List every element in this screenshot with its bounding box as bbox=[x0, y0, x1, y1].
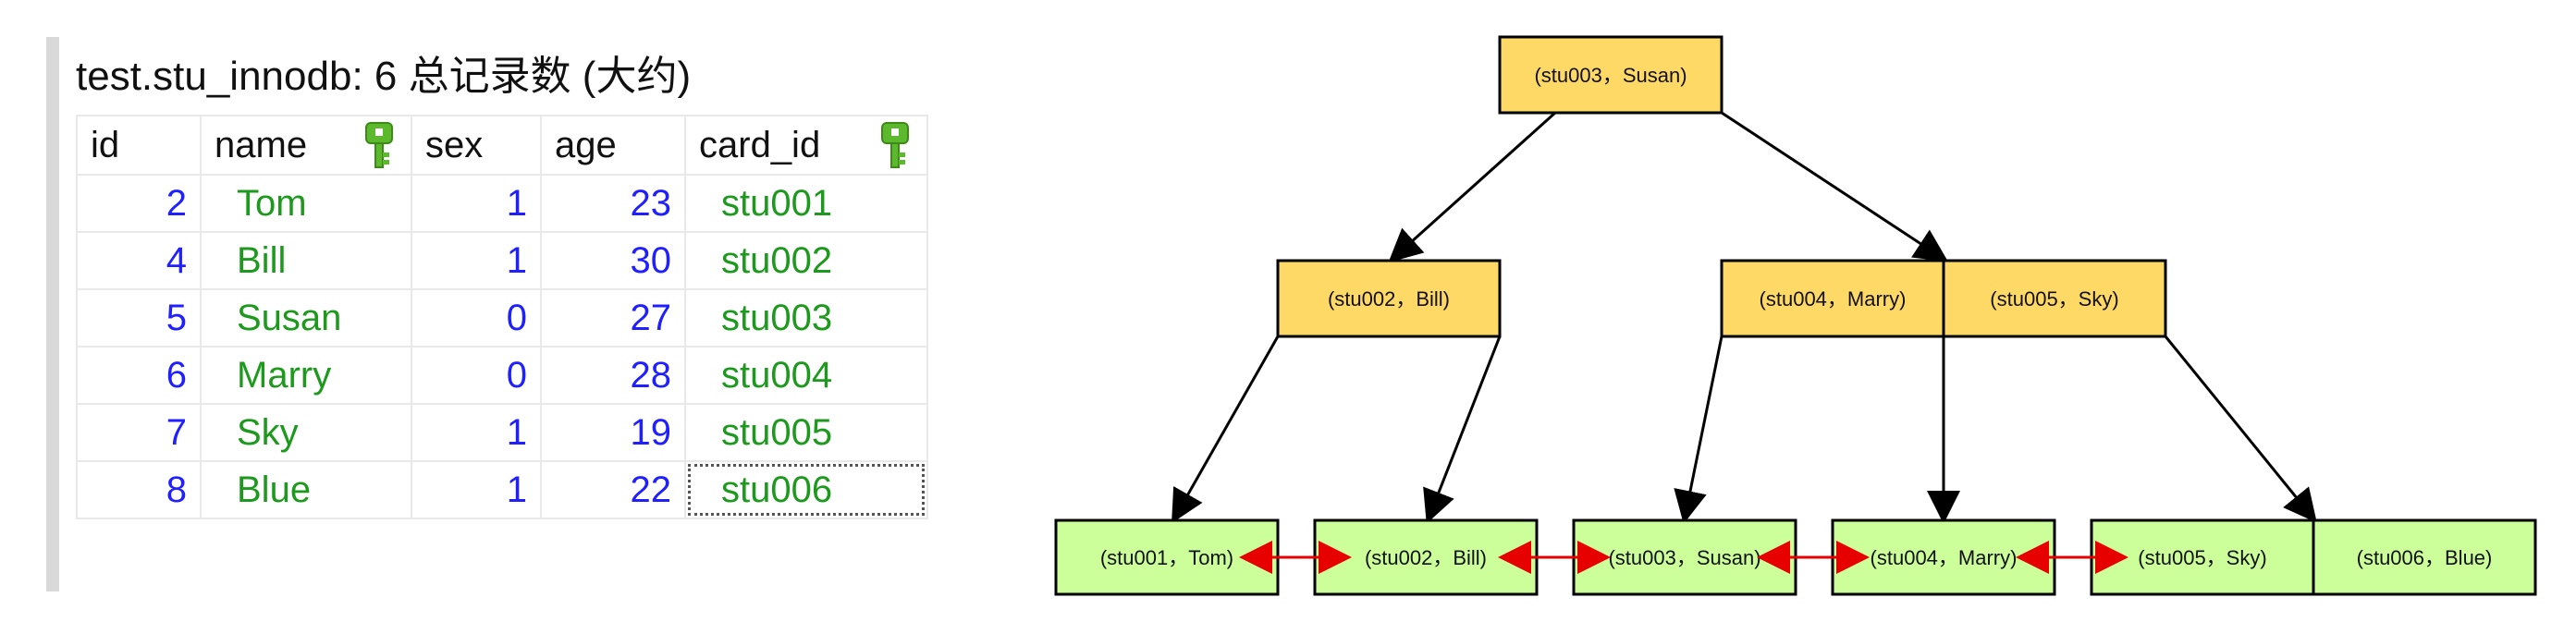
tree-root-node-box bbox=[1498, 35, 1723, 115]
column-label: name bbox=[215, 124, 308, 165]
column-label: sex bbox=[425, 124, 484, 165]
cell-sex[interactable]: 1 bbox=[411, 174, 542, 233]
table-header-row: id name sex age card_id bbox=[76, 115, 928, 176]
cell-card-id[interactable]: stu003 bbox=[684, 288, 928, 347]
tree-root-node-label: (stu003，Susan) bbox=[1534, 64, 1687, 87]
tree-leaf-node-4-label: (stu004，Marry) bbox=[1871, 546, 2018, 569]
key-icon bbox=[361, 117, 398, 173]
edge-root-left bbox=[1388, 111, 1557, 263]
tree-leaf-node-5: (stu005，Sky) bbox=[2090, 518, 2315, 596]
table-title: test.stu_innodb: 6 总记录数 (大约) bbox=[76, 54, 692, 99]
cell-id[interactable]: 4 bbox=[76, 231, 202, 290]
column-label: id bbox=[91, 124, 120, 165]
edge-right-leaf3 bbox=[1674, 335, 1723, 524]
tree-edges bbox=[1171, 111, 2317, 524]
cell-name[interactable]: Sky bbox=[200, 403, 412, 462]
tree-nodes: (stu003，Susan) (stu002，Bill) (stu004，Marry… bbox=[1054, 35, 2537, 596]
cell-name[interactable]: Bill bbox=[200, 231, 412, 290]
edge-right-leaf5 bbox=[2164, 335, 2317, 523]
empty-row bbox=[77, 518, 927, 576]
cell-id[interactable]: 5 bbox=[76, 288, 202, 347]
db-table-panel: test.stu_innodb: 6 总记录数 (大约) id name sex ag… bbox=[0, 0, 994, 634]
tree-leaf-node-5-label: (stu005，Sky) bbox=[2138, 546, 2266, 569]
tree-leaf-node-1-label: (stu001，Tom) bbox=[1100, 546, 1233, 569]
cell-age[interactable]: 19 bbox=[540, 403, 686, 462]
cell-name[interactable]: Blue bbox=[200, 460, 412, 519]
cell-card-id[interactable]: stu001 bbox=[684, 174, 928, 233]
edge-root-right bbox=[1721, 111, 1949, 262]
cell-sex[interactable]: 1 bbox=[411, 460, 542, 519]
cell-name[interactable]: Tom bbox=[200, 174, 412, 233]
cell-age[interactable]: 27 bbox=[540, 288, 686, 347]
tree-internal-node-right-a: (stu004，Marry) bbox=[1720, 259, 1945, 338]
column-header-name[interactable]: name bbox=[200, 115, 412, 176]
tree-leaf-node-6: (stu006，Blue) bbox=[2312, 518, 2537, 596]
tree-leaf-node-6-label: (stu006，Blue) bbox=[2357, 546, 2493, 569]
tree-internal-node-right-a-box bbox=[1720, 259, 1945, 338]
cell-id[interactable]: 7 bbox=[76, 403, 202, 462]
column-label: card_id bbox=[699, 124, 821, 165]
cell-sex[interactable]: 0 bbox=[411, 288, 542, 347]
tree-internal-node-right-b: (stu005，Sky) bbox=[1942, 259, 2167, 338]
cell-age[interactable]: 22 bbox=[540, 460, 686, 519]
cell-card-id[interactable]: stu006 bbox=[684, 460, 928, 519]
tree-internal-node-right-a-label: (stu004，Marry) bbox=[1760, 287, 1907, 311]
cell-name[interactable]: Susan bbox=[200, 288, 412, 347]
cell-id[interactable]: 2 bbox=[76, 174, 202, 233]
key-icon bbox=[877, 117, 914, 173]
cell-age[interactable]: 28 bbox=[540, 346, 686, 405]
tree-internal-node-left-label: (stu002，Bill) bbox=[1328, 287, 1450, 311]
tree-leaf-node-6-box bbox=[2312, 518, 2537, 596]
tree-root-node: (stu003，Susan) bbox=[1498, 35, 1723, 115]
column-header-card-id[interactable]: card_id bbox=[684, 115, 928, 176]
bplus-tree-diagram: (stu003，Susan) (stu002，Bill) (stu004，Marry… bbox=[1054, 35, 2537, 596]
column-header-age[interactable]: age bbox=[540, 115, 686, 176]
cell-sex[interactable]: 1 bbox=[411, 231, 542, 290]
edge-left-leaf1 bbox=[1171, 335, 1280, 524]
cell-sex[interactable]: 0 bbox=[411, 346, 542, 405]
cell-age[interactable]: 23 bbox=[540, 174, 686, 233]
tree-internal-node-right-b-label: (stu005，Sky) bbox=[1990, 287, 2118, 311]
cell-sex[interactable]: 1 bbox=[411, 403, 542, 462]
column-label: age bbox=[555, 124, 617, 165]
tree-internal-node-left-box bbox=[1276, 259, 1502, 338]
edge-left-leaf2 bbox=[1423, 335, 1502, 524]
panel-edge bbox=[46, 37, 59, 591]
tree-leaf-node-3-label: (stu003，Susan) bbox=[1608, 546, 1760, 569]
tree-internal-node-left: (stu002，Bill) bbox=[1276, 259, 1502, 338]
cell-card-id[interactable]: stu002 bbox=[684, 231, 928, 290]
cell-id[interactable]: 8 bbox=[76, 460, 202, 519]
tree-leaf-node-2-label: (stu002，Bill) bbox=[1365, 546, 1487, 569]
cell-card-id[interactable]: stu004 bbox=[684, 346, 928, 405]
column-header-sex[interactable]: sex bbox=[411, 115, 542, 176]
tree-internal-node-right-b-box bbox=[1942, 259, 2167, 338]
cell-card-id[interactable]: stu005 bbox=[684, 403, 928, 462]
cell-age[interactable]: 30 bbox=[540, 231, 686, 290]
cell-name[interactable]: Marry bbox=[200, 346, 412, 405]
cell-id[interactable]: 6 bbox=[76, 346, 202, 405]
column-header-id[interactable]: id bbox=[76, 115, 202, 176]
